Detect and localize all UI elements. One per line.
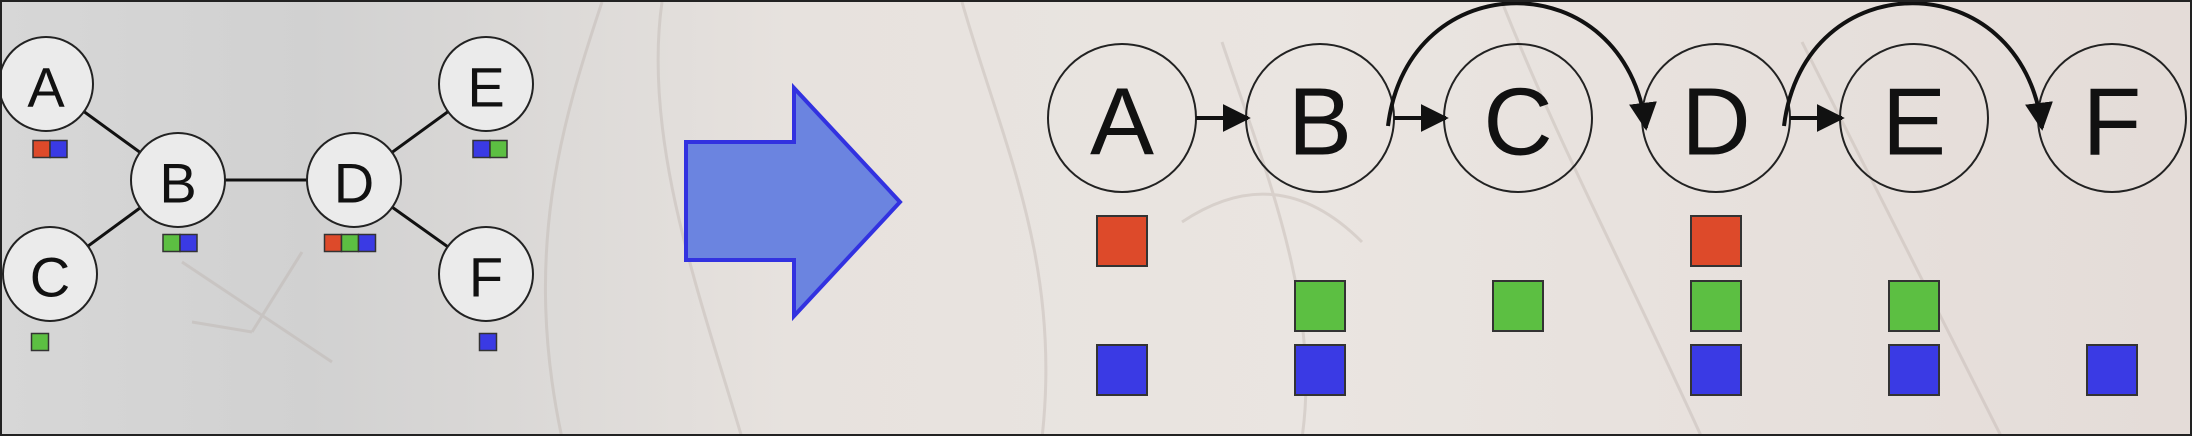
node-label-a: A [1090,69,1154,176]
left-node-c [2,226,98,322]
left-graph: A B C D E F [2,36,534,352]
left-color-a-red [32,139,51,159]
color-f-blue [2086,344,2138,396]
color-b-blue [1294,344,1346,396]
color-d-green [1690,280,1742,332]
left-node-label-b: B [159,152,196,215]
transform-arrow [684,82,903,322]
node-label-c: C [1483,69,1552,176]
left-node-b [130,132,226,228]
left-color-c-green [30,332,50,352]
left-color-b-green [162,233,181,253]
color-b-green [1294,280,1346,332]
left-color-e-blue [472,139,491,159]
node-label-e: E [1882,69,1946,176]
left-color-d-red [323,233,343,253]
left-color-e-green [489,139,508,159]
curved-arrow-b-d [1386,2,1657,131]
color-e-blue [1888,344,1940,396]
left-node-label-a: A [27,56,65,119]
left-node-label-d: D [334,152,374,215]
left-color-b-blue [179,233,198,253]
node-label-d: D [1681,69,1750,176]
color-d-blue [1690,344,1742,396]
color-e-green [1888,280,1940,332]
left-node-f [438,226,534,322]
left-node-label-e: E [467,56,504,119]
left-color-d-green [340,233,360,253]
color-d-red [1690,215,1742,267]
left-node-e [438,36,534,132]
left-color-f-blue [478,332,498,352]
node-label-b: B [1288,69,1352,176]
left-node-label-f: F [469,246,503,309]
right-sequence: A B C D E F [1047,2,2187,396]
color-c-green [1492,280,1544,332]
curved-arrow-d-f [1782,2,2053,131]
left-node-label-c: C [30,246,70,309]
left-node-a [2,36,94,132]
node-label-f: F [2083,69,2142,176]
color-a-blue [1096,344,1148,396]
color-a-red [1096,215,1148,267]
left-node-d [306,132,402,228]
left-color-d-blue [357,233,377,253]
left-color-a-blue [49,139,68,159]
